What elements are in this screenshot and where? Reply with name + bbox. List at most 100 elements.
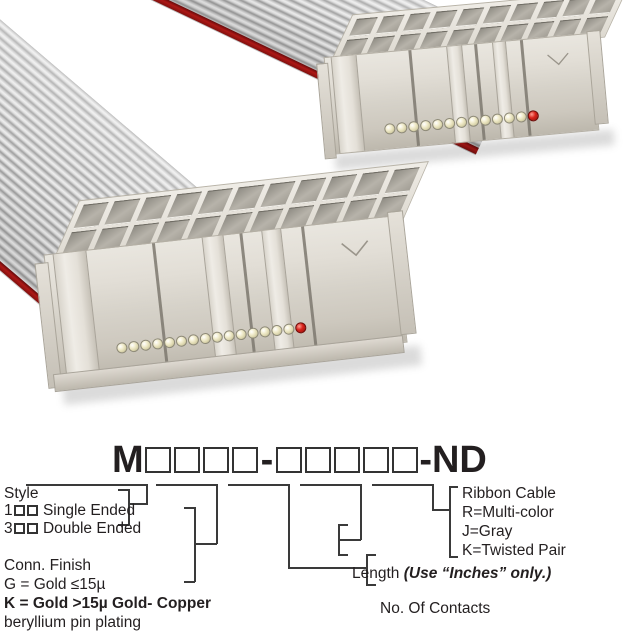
leader-v-length xyxy=(360,484,362,540)
gold-contact xyxy=(479,114,492,127)
gold-contact xyxy=(115,341,128,354)
gold-contact xyxy=(395,121,408,134)
style-label-single: Single Ended xyxy=(42,502,136,519)
pn-style-box-1[interactable] xyxy=(145,447,172,473)
gold-contact xyxy=(235,328,248,341)
gold-contact xyxy=(175,335,188,348)
leader-h-contacts xyxy=(228,484,290,486)
polarity-notch-icon: ⌵ xyxy=(545,37,571,73)
connector-rib xyxy=(330,55,366,154)
cable-option-j: J=Gray xyxy=(462,523,513,540)
leader-h-style xyxy=(26,484,148,486)
contact-hole xyxy=(589,0,618,15)
cable-option-k: K=Twisted Pair xyxy=(462,542,566,559)
pn-style-box-3[interactable] xyxy=(203,447,230,473)
style-digit-3: 3 xyxy=(4,520,13,537)
style-bracket-top xyxy=(118,489,129,491)
contact-hole xyxy=(562,0,592,17)
length-bracket-bottom xyxy=(338,554,348,556)
leader-h-length-tick xyxy=(338,539,361,541)
style-bracket-v xyxy=(128,489,130,525)
gold-contact xyxy=(407,120,420,133)
leader-v-contacts xyxy=(288,484,290,568)
gold-contact xyxy=(151,337,164,350)
pn-option-box-2[interactable] xyxy=(304,447,331,473)
leader-h-cable-tick xyxy=(432,509,450,511)
gold-contact xyxy=(211,331,224,344)
leader-v-style xyxy=(146,484,148,504)
pn-prefix: M xyxy=(112,439,144,481)
gold-contact xyxy=(455,116,468,129)
style-bracket-bottom xyxy=(118,524,129,526)
part-number-legend: M - -ND xyxy=(0,438,640,640)
style-option-single: 1 Single Ended xyxy=(4,502,135,520)
gold-contact xyxy=(223,329,236,342)
style-title: Style xyxy=(4,485,39,502)
leader-h-cable xyxy=(372,484,434,486)
connector-upper: ⌵ xyxy=(312,0,628,179)
length-label: Length xyxy=(352,565,400,582)
gold-contact xyxy=(247,327,260,340)
gold-contact xyxy=(419,119,432,132)
contacts-bracket-v xyxy=(366,554,368,585)
style-checkbox[interactable] xyxy=(26,505,38,516)
finish-title: Conn. Finish xyxy=(4,557,92,574)
contact-hole xyxy=(429,9,458,29)
gold-contact xyxy=(383,122,396,135)
length-bracket-top xyxy=(338,524,348,526)
pn-option-box-4[interactable] xyxy=(362,447,389,473)
style-checkbox[interactable] xyxy=(13,523,25,534)
product-photo: ⌵ xyxy=(0,0,628,406)
cable-title: Ribbon Cable xyxy=(462,485,556,502)
contacts-bracket-bottom xyxy=(366,584,376,586)
contact-hole xyxy=(535,0,565,20)
gold-contact xyxy=(187,333,200,346)
gold-contact xyxy=(443,117,456,130)
style-option-double: 3 Double Ended xyxy=(4,520,141,538)
contact-hole xyxy=(482,4,512,25)
leader-h-style-tick xyxy=(128,503,148,505)
style-checkbox[interactable] xyxy=(13,505,25,516)
finish-line-k: K = Gold >15µ Gold- Copper xyxy=(4,595,212,612)
pn-style-box-4[interactable] xyxy=(232,447,259,473)
style-label-double: Double Ended xyxy=(42,520,142,537)
pn-option-box-3[interactable] xyxy=(333,447,360,473)
connector-slot xyxy=(301,226,319,352)
contact-hole xyxy=(455,7,485,27)
pn-option-box-5[interactable] xyxy=(391,447,418,473)
gold-contact xyxy=(139,339,152,352)
gold-contact xyxy=(515,110,528,123)
gold-contact xyxy=(467,115,480,128)
leader-v-finish xyxy=(216,484,218,544)
pn-separator: - xyxy=(260,439,274,481)
leader-h-length xyxy=(300,484,362,486)
cable-bracket-v xyxy=(449,486,451,557)
leader-v-cable xyxy=(432,484,434,510)
polarity-notch-icon: ⌵ xyxy=(338,221,372,267)
contacts-bracket-top xyxy=(366,554,376,556)
contact-hole xyxy=(375,14,405,34)
pn-option-box-1[interactable] xyxy=(275,447,302,473)
leader-h-finish-tick xyxy=(194,543,217,545)
contact-hole xyxy=(402,12,432,32)
finish-line-k-cont: beryllium pin plating xyxy=(4,614,141,631)
finish-bracket-v xyxy=(194,507,196,582)
leader-h-finish xyxy=(156,484,218,486)
pin1-contact xyxy=(294,321,307,334)
finish-bracket-top xyxy=(184,507,195,509)
finish-line-g: G = Gold ≤15µ xyxy=(4,576,106,593)
connector-rib xyxy=(201,235,238,364)
length-note: (Use “Inches” only.) xyxy=(403,565,552,582)
pn-style-box-2[interactable] xyxy=(174,447,201,473)
contact-hole xyxy=(384,167,420,194)
connector-rib xyxy=(52,250,101,380)
contact-hole xyxy=(348,17,378,37)
length-row: Length (Use “Inches” only.) xyxy=(352,565,551,583)
pn-suffix: -ND xyxy=(419,439,487,481)
contact-hole xyxy=(509,2,538,22)
style-checkbox[interactable] xyxy=(26,523,38,534)
part-number-template: M - -ND xyxy=(112,441,487,479)
cable-option-r: R=Multi-color xyxy=(462,504,554,521)
gold-contact xyxy=(199,332,212,345)
gold-contact xyxy=(491,113,504,126)
